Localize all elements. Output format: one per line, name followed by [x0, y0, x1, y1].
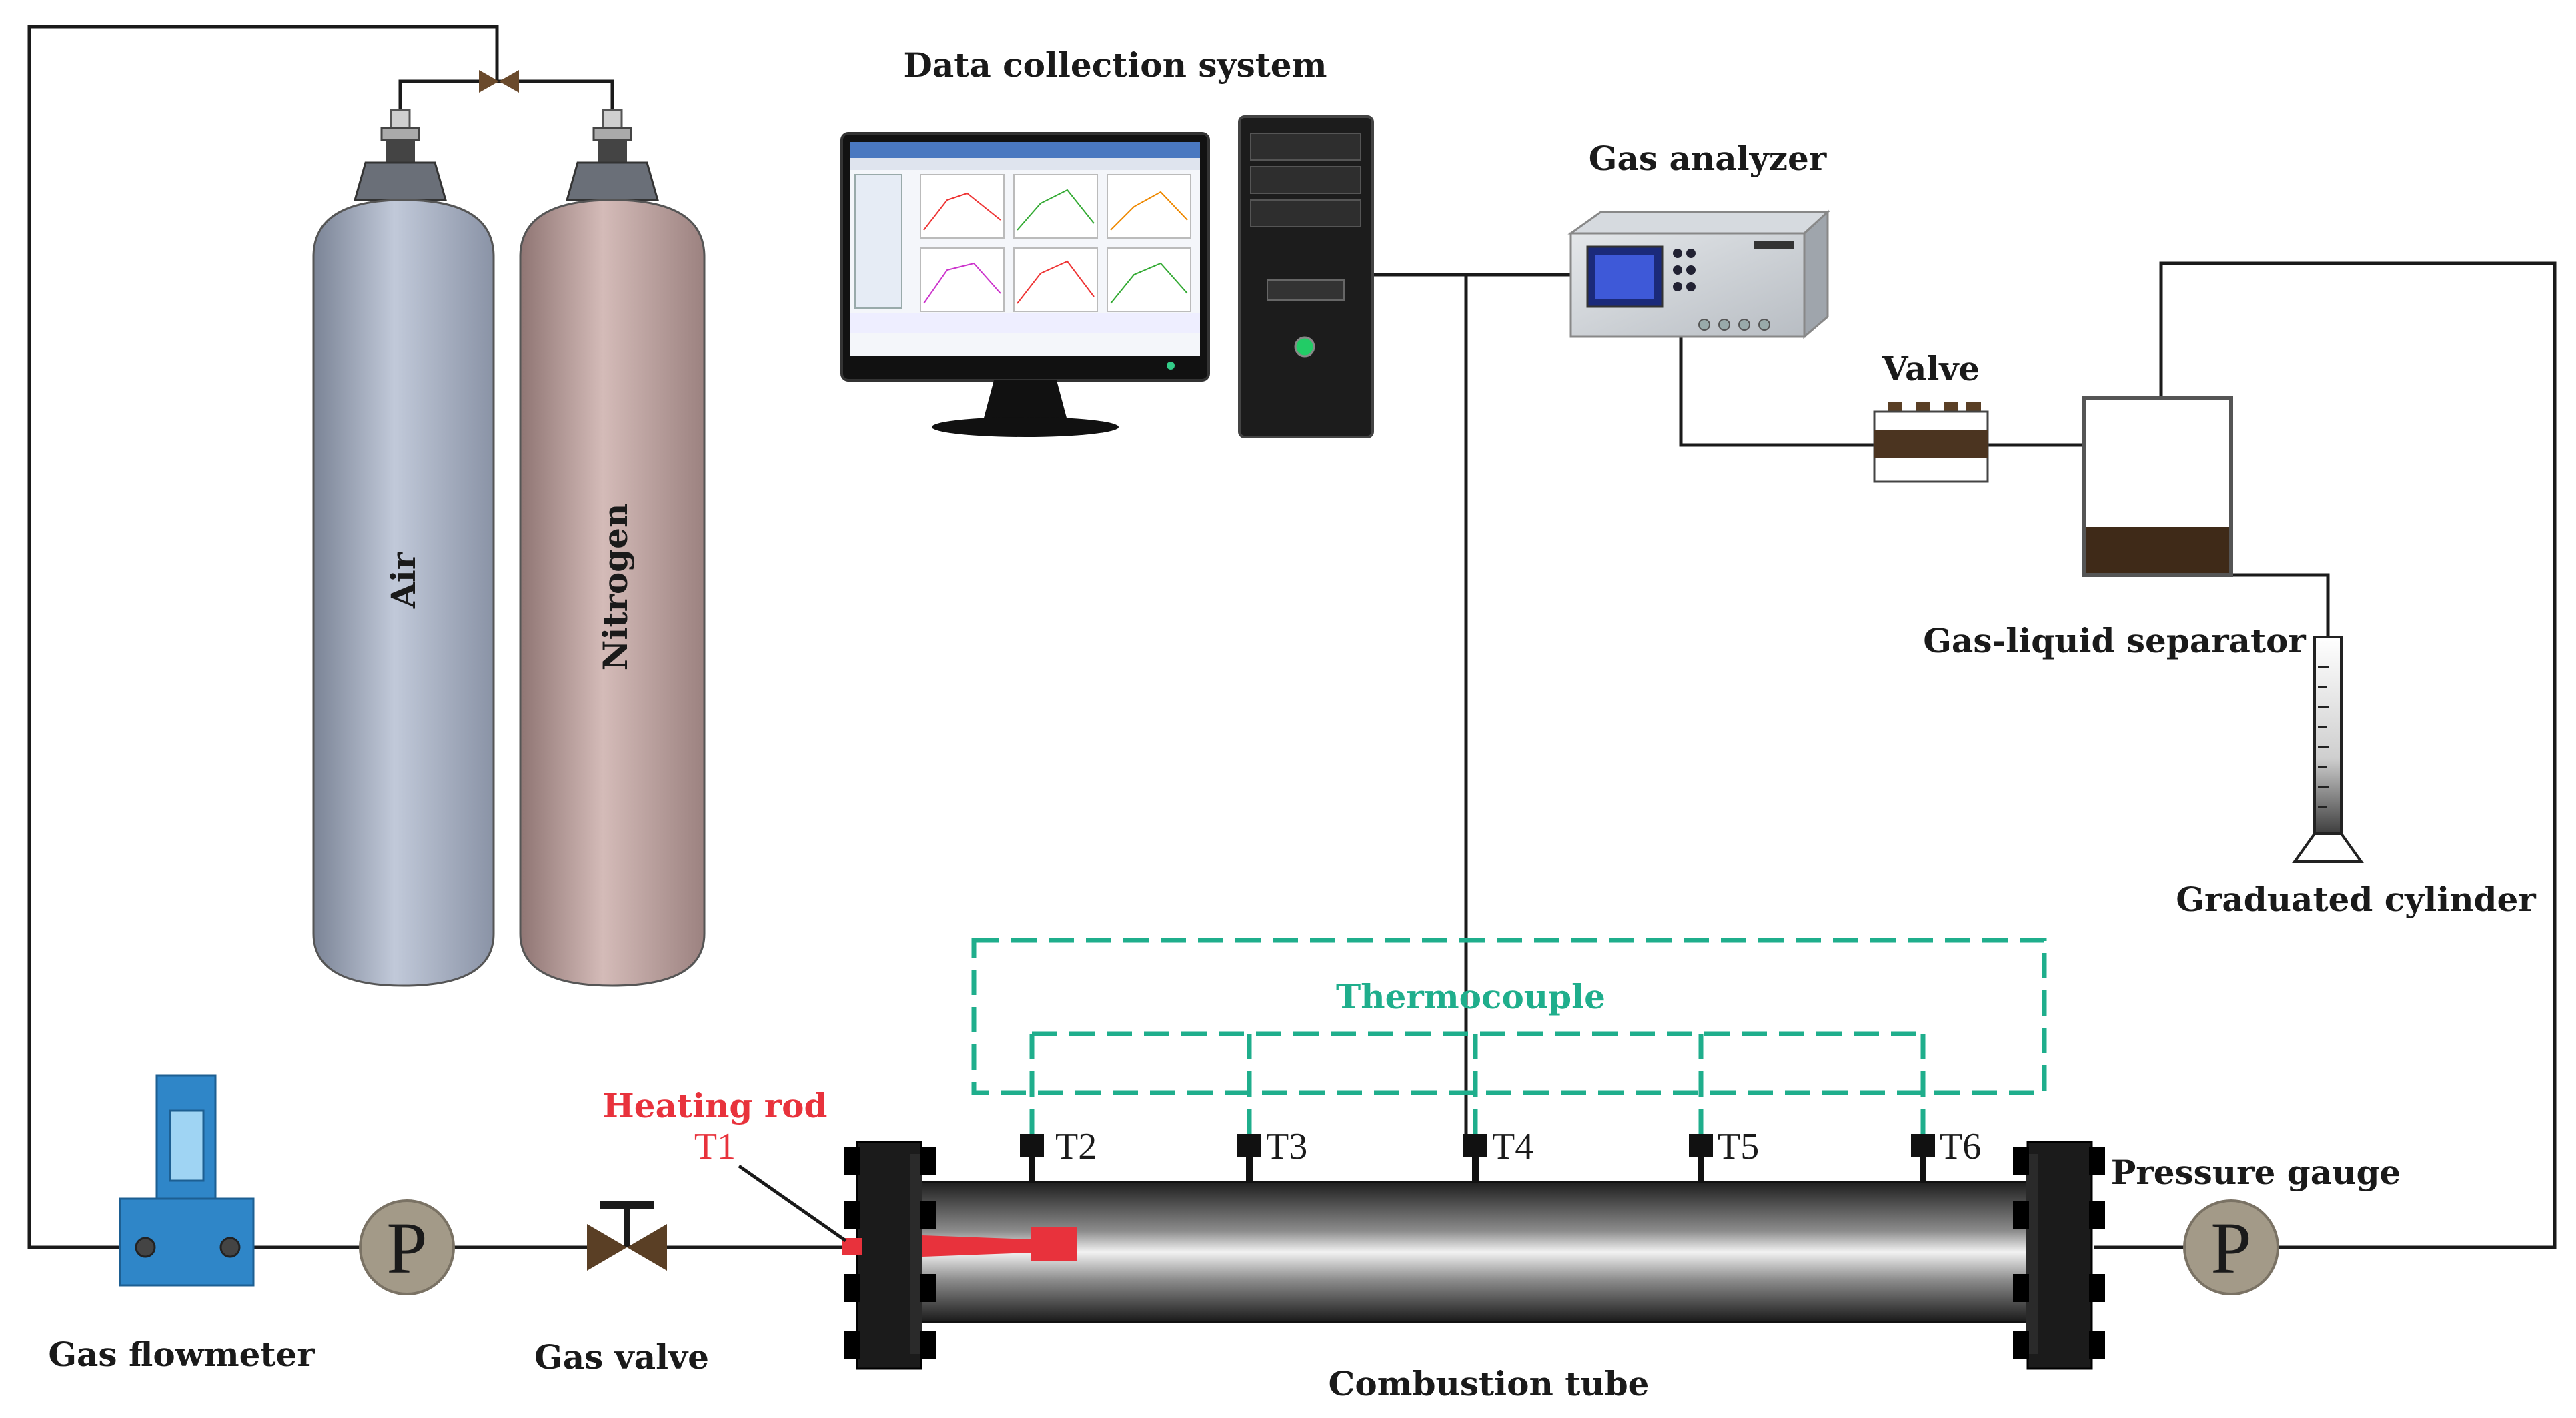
outlet-valve-label: Valve [1882, 349, 1980, 388]
thermocouple-probes [1020, 1134, 1935, 1183]
gas-flowmeter-label: Gas flowmeter [48, 1335, 315, 1374]
air-label: Air [384, 552, 423, 609]
inlet-gauge-symbol: P [386, 1207, 427, 1289]
thermocouple-network [971, 938, 2047, 1141]
thermocouple-box [971, 938, 2047, 1095]
nitrogen-cylinder: Nitrogen [519, 109, 706, 987]
manifold-valve-icon [479, 70, 519, 93]
tc-label-t2: T2 [1055, 1126, 1097, 1167]
gas-analyzer-icon [1567, 209, 1830, 339]
pressure-gauge-label: Pressure gauge [2111, 1153, 2401, 1192]
combustion-tube-icon [842, 1141, 2105, 1370]
heating-rod-leader [738, 1164, 847, 1243]
outlet-pressure-gauge-icon [2183, 1199, 2279, 1295]
cylinder-manifold [398, 79, 614, 113]
inlet-pressure-gauge-icon [359, 1199, 455, 1295]
tc-label-t3: T3 [1266, 1126, 1307, 1167]
gas-valve-label: Gas valve [534, 1337, 709, 1377]
nitrogen-label: Nitrogen [596, 504, 635, 671]
graduated-cylinder-icon [2292, 636, 2364, 863]
tc-label-t1: T1 [694, 1126, 736, 1167]
data-collection-label: Data collection system [903, 45, 1327, 85]
monitor-icon [840, 132, 1210, 437]
gas-valve-icon [587, 1201, 667, 1271]
outlet-gauge-symbol: P [2210, 1207, 2251, 1289]
graduated-cylinder-label: Graduated cylinder [2176, 880, 2536, 919]
outlet-valve-icon [1873, 402, 1989, 483]
gas-analyzer-label: Gas analyzer [1589, 139, 1827, 178]
gas-liquid-separator-icon [2082, 396, 2233, 577]
gas-flowmeter-icon [119, 1074, 255, 1287]
air-cylinder: Air [312, 109, 495, 987]
computer-tower-icon [1238, 115, 1374, 438]
tc-label-t4: T4 [1492, 1126, 1533, 1167]
heating-rod-label: Heating rod [603, 1086, 828, 1125]
thermocouple-label: Thermocouple [1336, 977, 1605, 1016]
gas-liquid-separator-label: Gas-liquid separator [1923, 621, 2306, 660]
tc-label-t5: T5 [1718, 1126, 1759, 1167]
piping [27, 25, 2557, 1249]
tc-label-t6: T6 [1940, 1126, 1981, 1167]
combustion-tube-label: Combustion tube [1329, 1364, 1650, 1403]
supply-line [27, 25, 499, 1249]
